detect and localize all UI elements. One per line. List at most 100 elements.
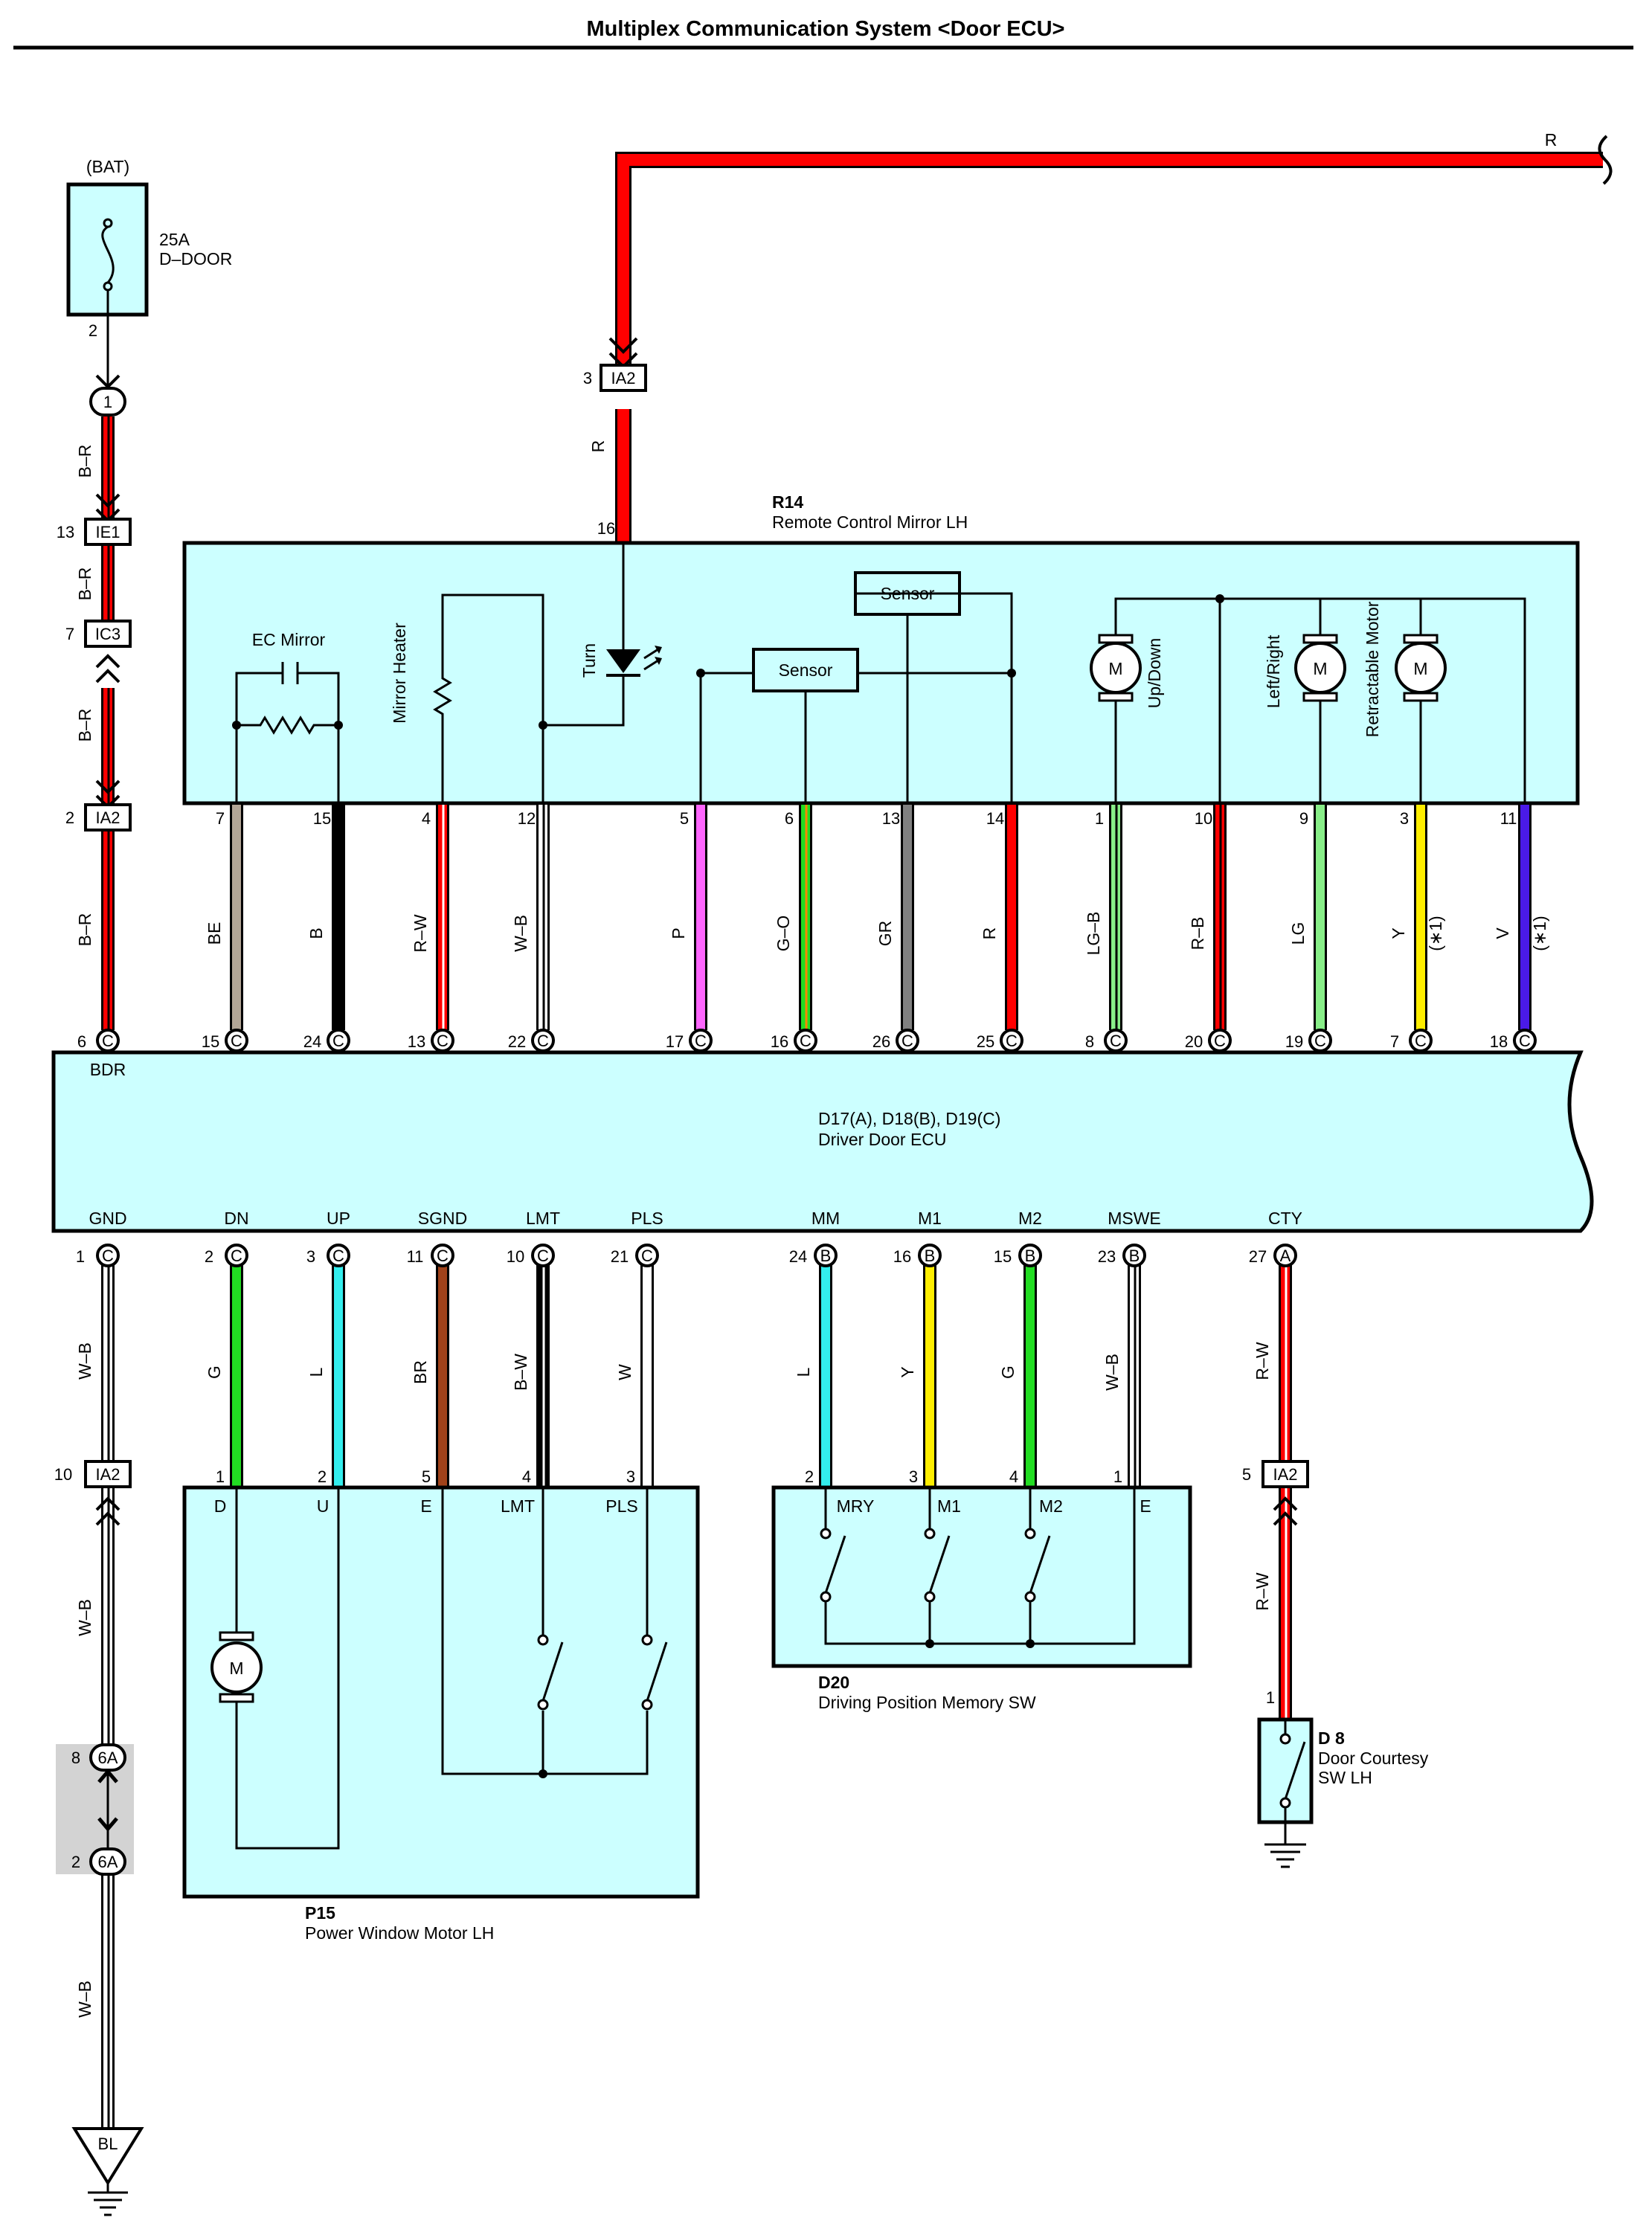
wire-note: (∗1) — [1426, 916, 1445, 951]
driver-door-ecu: D17(A), D18(B), D19(C) Driver Door ECU C… — [51, 1029, 1594, 1233]
ecu-pin-label: 26 — [872, 1032, 890, 1051]
svg-text:M2: M2 — [1039, 1496, 1063, 1516]
ecu-terminal-name: UP — [327, 1209, 350, 1228]
svg-text:IA2: IA2 — [95, 808, 120, 827]
r14-pin-label: 4 — [422, 809, 431, 828]
top-pin-DE2: 14RC25DE2 — [977, 805, 1028, 1079]
svg-text:Remote Control Mirror LH: Remote Control Mirror LH — [772, 512, 968, 532]
ecu-pin-label: 21 — [611, 1247, 629, 1266]
ecu-terminal-name: M2 — [1018, 1209, 1042, 1228]
r14-pin-label: 15 — [313, 809, 331, 828]
device-pin-label: 2 — [318, 1467, 327, 1486]
svg-text:Power Window Motor LH: Power Window Motor LH — [305, 1923, 494, 1943]
wire-note: (∗1) — [1530, 916, 1549, 951]
svg-text:C: C — [102, 1247, 114, 1265]
svg-text:8: 8 — [71, 1749, 80, 1767]
wire-color-label: G — [205, 1366, 224, 1379]
svg-text:(BAT): (BAT) — [86, 157, 129, 176]
wire-color-label: B — [306, 927, 326, 939]
ecu-pin-label: 23 — [1098, 1247, 1116, 1266]
ecu-pin-label: 15 — [202, 1032, 219, 1051]
svg-text:E: E — [420, 1496, 431, 1516]
svg-text:6A: 6A — [98, 1749, 118, 1767]
svg-text:6: 6 — [77, 1032, 86, 1051]
svg-text:C: C — [1314, 1032, 1326, 1050]
fuse-d-door: (BAT) 25A D–DOOR 2 — [66, 157, 232, 340]
wire-color-label: G — [998, 1366, 1018, 1379]
svg-text:Door Courtesy: Door Courtesy — [1318, 1749, 1429, 1768]
ecu-pin-label: 11 — [407, 1247, 424, 1266]
top-pin-MR+: 3Y(∗1)C7MR+ — [1389, 805, 1445, 1079]
wire-color-label: W — [615, 1364, 634, 1380]
device-pin-label: 1 — [1113, 1467, 1122, 1486]
svg-text:E: E — [1140, 1496, 1151, 1516]
device-pin-label: 2 — [805, 1467, 814, 1486]
svg-text:M: M — [1313, 659, 1327, 678]
r14-to-ecu-wires: 7BEC15EC+15BC24EC–4R–WC13HTR+12W–BC22HTR… — [202, 805, 1549, 1079]
ecu-pin-label: 1 — [76, 1247, 85, 1266]
svg-text:Mirror Heater: Mirror Heater — [390, 623, 409, 724]
svg-text:C: C — [537, 1032, 549, 1050]
svg-text:Driver Door ECU: Driver Door ECU — [818, 1130, 947, 1149]
svg-text:1: 1 — [1266, 1688, 1275, 1707]
svg-text:C: C — [332, 1247, 344, 1265]
ecu-pin-label: 17 — [666, 1032, 684, 1051]
svg-text:M: M — [229, 1659, 243, 1678]
r14-pin-label: 9 — [1299, 809, 1308, 828]
motor-leftright-icon: M — [1294, 634, 1346, 702]
wire-color-label: Y — [898, 1366, 917, 1377]
svg-text:EC Mirror: EC Mirror — [252, 630, 326, 649]
motor-updown-icon: M — [1090, 634, 1142, 702]
ecu-terminal-name: PLS — [631, 1209, 663, 1228]
ecu-pin-label: 25 — [977, 1032, 994, 1051]
svg-text:MRY: MRY — [837, 1496, 875, 1516]
ecu-pin-label: 16 — [771, 1032, 788, 1051]
device-pin-label: 4 — [522, 1467, 531, 1486]
ecu-pin-label: 22 — [508, 1032, 526, 1051]
svg-text:IA2: IA2 — [1273, 1465, 1297, 1484]
r14-feed-pin: 16 — [597, 519, 615, 538]
wire-color-label: GR — [875, 921, 895, 947]
svg-text:1: 1 — [103, 393, 112, 411]
top-pin-DMVR: 1LG–BC8DMVR — [1084, 805, 1141, 1079]
svg-text:B–R: B–R — [75, 445, 94, 478]
svg-text:BDR: BDR — [90, 1060, 126, 1079]
ecu-pin-label: 19 — [1285, 1032, 1303, 1051]
svg-text:2: 2 — [65, 808, 74, 827]
ecu-pin-label: 20 — [1185, 1032, 1203, 1051]
svg-text:7: 7 — [65, 625, 74, 643]
wire-color-label: R–B — [1188, 917, 1207, 951]
svg-text:2: 2 — [89, 321, 97, 340]
svg-text:B: B — [925, 1247, 936, 1265]
top-pin-DM+R: 10R–BC20DM+R — [1185, 805, 1244, 1079]
svg-text:C: C — [332, 1032, 344, 1050]
ecu-pin-label: 13 — [408, 1032, 425, 1051]
svg-text:W–B: W–B — [75, 1342, 94, 1380]
window-motor-icon: M — [210, 1631, 263, 1703]
ecu-pin-label: 24 — [303, 1032, 321, 1051]
r14-pin-label: 11 — [1500, 809, 1517, 828]
wire-color-label: W–B — [511, 915, 530, 952]
device-pin-label: 1 — [216, 1467, 225, 1486]
svg-text:C: C — [1519, 1032, 1531, 1050]
svg-text:M: M — [1413, 659, 1427, 678]
device-pin-label: 4 — [1009, 1467, 1018, 1486]
ground-chain: W–B IA2 10 W–B 6A 8 6A 2 W–B BL — [54, 1342, 144, 2216]
svg-text:2: 2 — [71, 1853, 80, 1871]
svg-text:R14: R14 — [772, 492, 803, 512]
wire-color-label: BR — [411, 1360, 430, 1384]
device-pin-label: 3 — [909, 1467, 918, 1486]
top-pin-EC–: 15BC24EC– — [303, 805, 356, 1079]
r14-remote-mirror: R14 Remote Control Mirror LH EC Mirror M… — [182, 492, 1580, 805]
svg-text:IE1: IE1 — [95, 523, 120, 541]
top-pin-DVC: 5PC17DVC — [666, 805, 719, 1079]
wire-color-label: L — [306, 1367, 326, 1377]
connector-ia2-top: IA2 3 R 16 — [583, 337, 647, 538]
svg-text:B–R: B–R — [75, 567, 94, 601]
top-pin-DMHR: 9LGC19DMHR — [1285, 805, 1346, 1079]
